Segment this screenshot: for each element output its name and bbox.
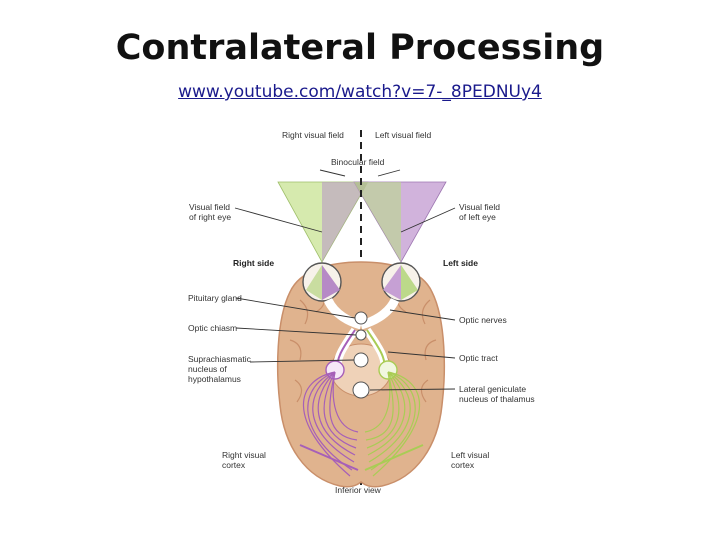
diagram-labels: Right visual field Left visual field Bin…: [188, 130, 535, 495]
optic-radiations: [299, 371, 424, 477]
label-inferior-view: Inferior view: [335, 485, 382, 495]
right-cortex-band: [299, 444, 359, 471]
label-left-visual-cortex-2: cortex: [451, 460, 475, 470]
label-right-visual-cortex-1: Right visual: [222, 450, 266, 460]
label-right-side: Right side: [233, 258, 274, 268]
label-right-visual-field: Right visual field: [282, 130, 344, 140]
right-eye-pathway-fill: [322, 265, 340, 300]
optic-nerve-right: [323, 297, 363, 330]
label-optic-chiasm: Optic chiasm: [188, 323, 237, 333]
optic-chiasm: [355, 329, 367, 341]
label-visual-field-right-eye-1: Visual field: [189, 202, 230, 212]
left-cortex-band: [364, 444, 424, 471]
label-visual-field-right-eye-2: of right eye: [189, 212, 231, 222]
left-eye-temporal-fill: [401, 265, 418, 300]
leader-lines: [234, 169, 456, 391]
label-suprachiasmatic-3: hypothalamus: [188, 374, 241, 384]
label-left-visual-cortex-1: Left visual: [451, 450, 489, 460]
visual-field-cones: [277, 181, 447, 263]
eyes: [302, 262, 421, 302]
right-eye-temporal-split: [322, 182, 368, 262]
label-pituitary-gland: Pituitary gland: [188, 293, 242, 303]
left-eye-nasal-split: [354, 182, 401, 262]
label-suprachiasmatic-1: Suprachiasmatic: [188, 354, 252, 364]
label-left-side: Left side: [443, 258, 478, 268]
slide-title: Contralateral Processing: [115, 28, 605, 68]
lateral-geniculate-center: [352, 381, 370, 399]
label-right-visual-cortex-2: cortex: [222, 460, 246, 470]
video-link[interactable]: www.youtube.com/watch?v=7-_8PEDNUy4: [178, 82, 542, 102]
brain-inferior-view: [276, 261, 446, 488]
label-lateral-geniculate-2: nucleus of thalamus: [459, 394, 535, 404]
label-binocular-field: Binocular field: [331, 157, 385, 167]
label-visual-field-left-eye-2: of left eye: [459, 212, 496, 222]
label-lateral-geniculate-1: Lateral geniculate: [459, 384, 526, 394]
left-eye-nasal-fill: [383, 265, 401, 300]
right-eye-nasal-fill: [306, 265, 322, 300]
label-suprachiasmatic-2: nucleus of: [188, 364, 227, 374]
optic-nerve-left: [359, 297, 400, 330]
label-left-visual-field: Left visual field: [375, 130, 431, 140]
optic-pathways: [323, 297, 400, 399]
suprachiasmatic-nucleus: [353, 352, 369, 368]
label-optic-tract: Optic tract: [459, 353, 498, 363]
label-visual-field-left-eye-1: Visual field: [459, 202, 500, 212]
right-optic-radiation: [303, 371, 359, 477]
label-optic-nerves: Optic nerves: [459, 315, 507, 325]
pituitary-gland: [354, 311, 368, 325]
